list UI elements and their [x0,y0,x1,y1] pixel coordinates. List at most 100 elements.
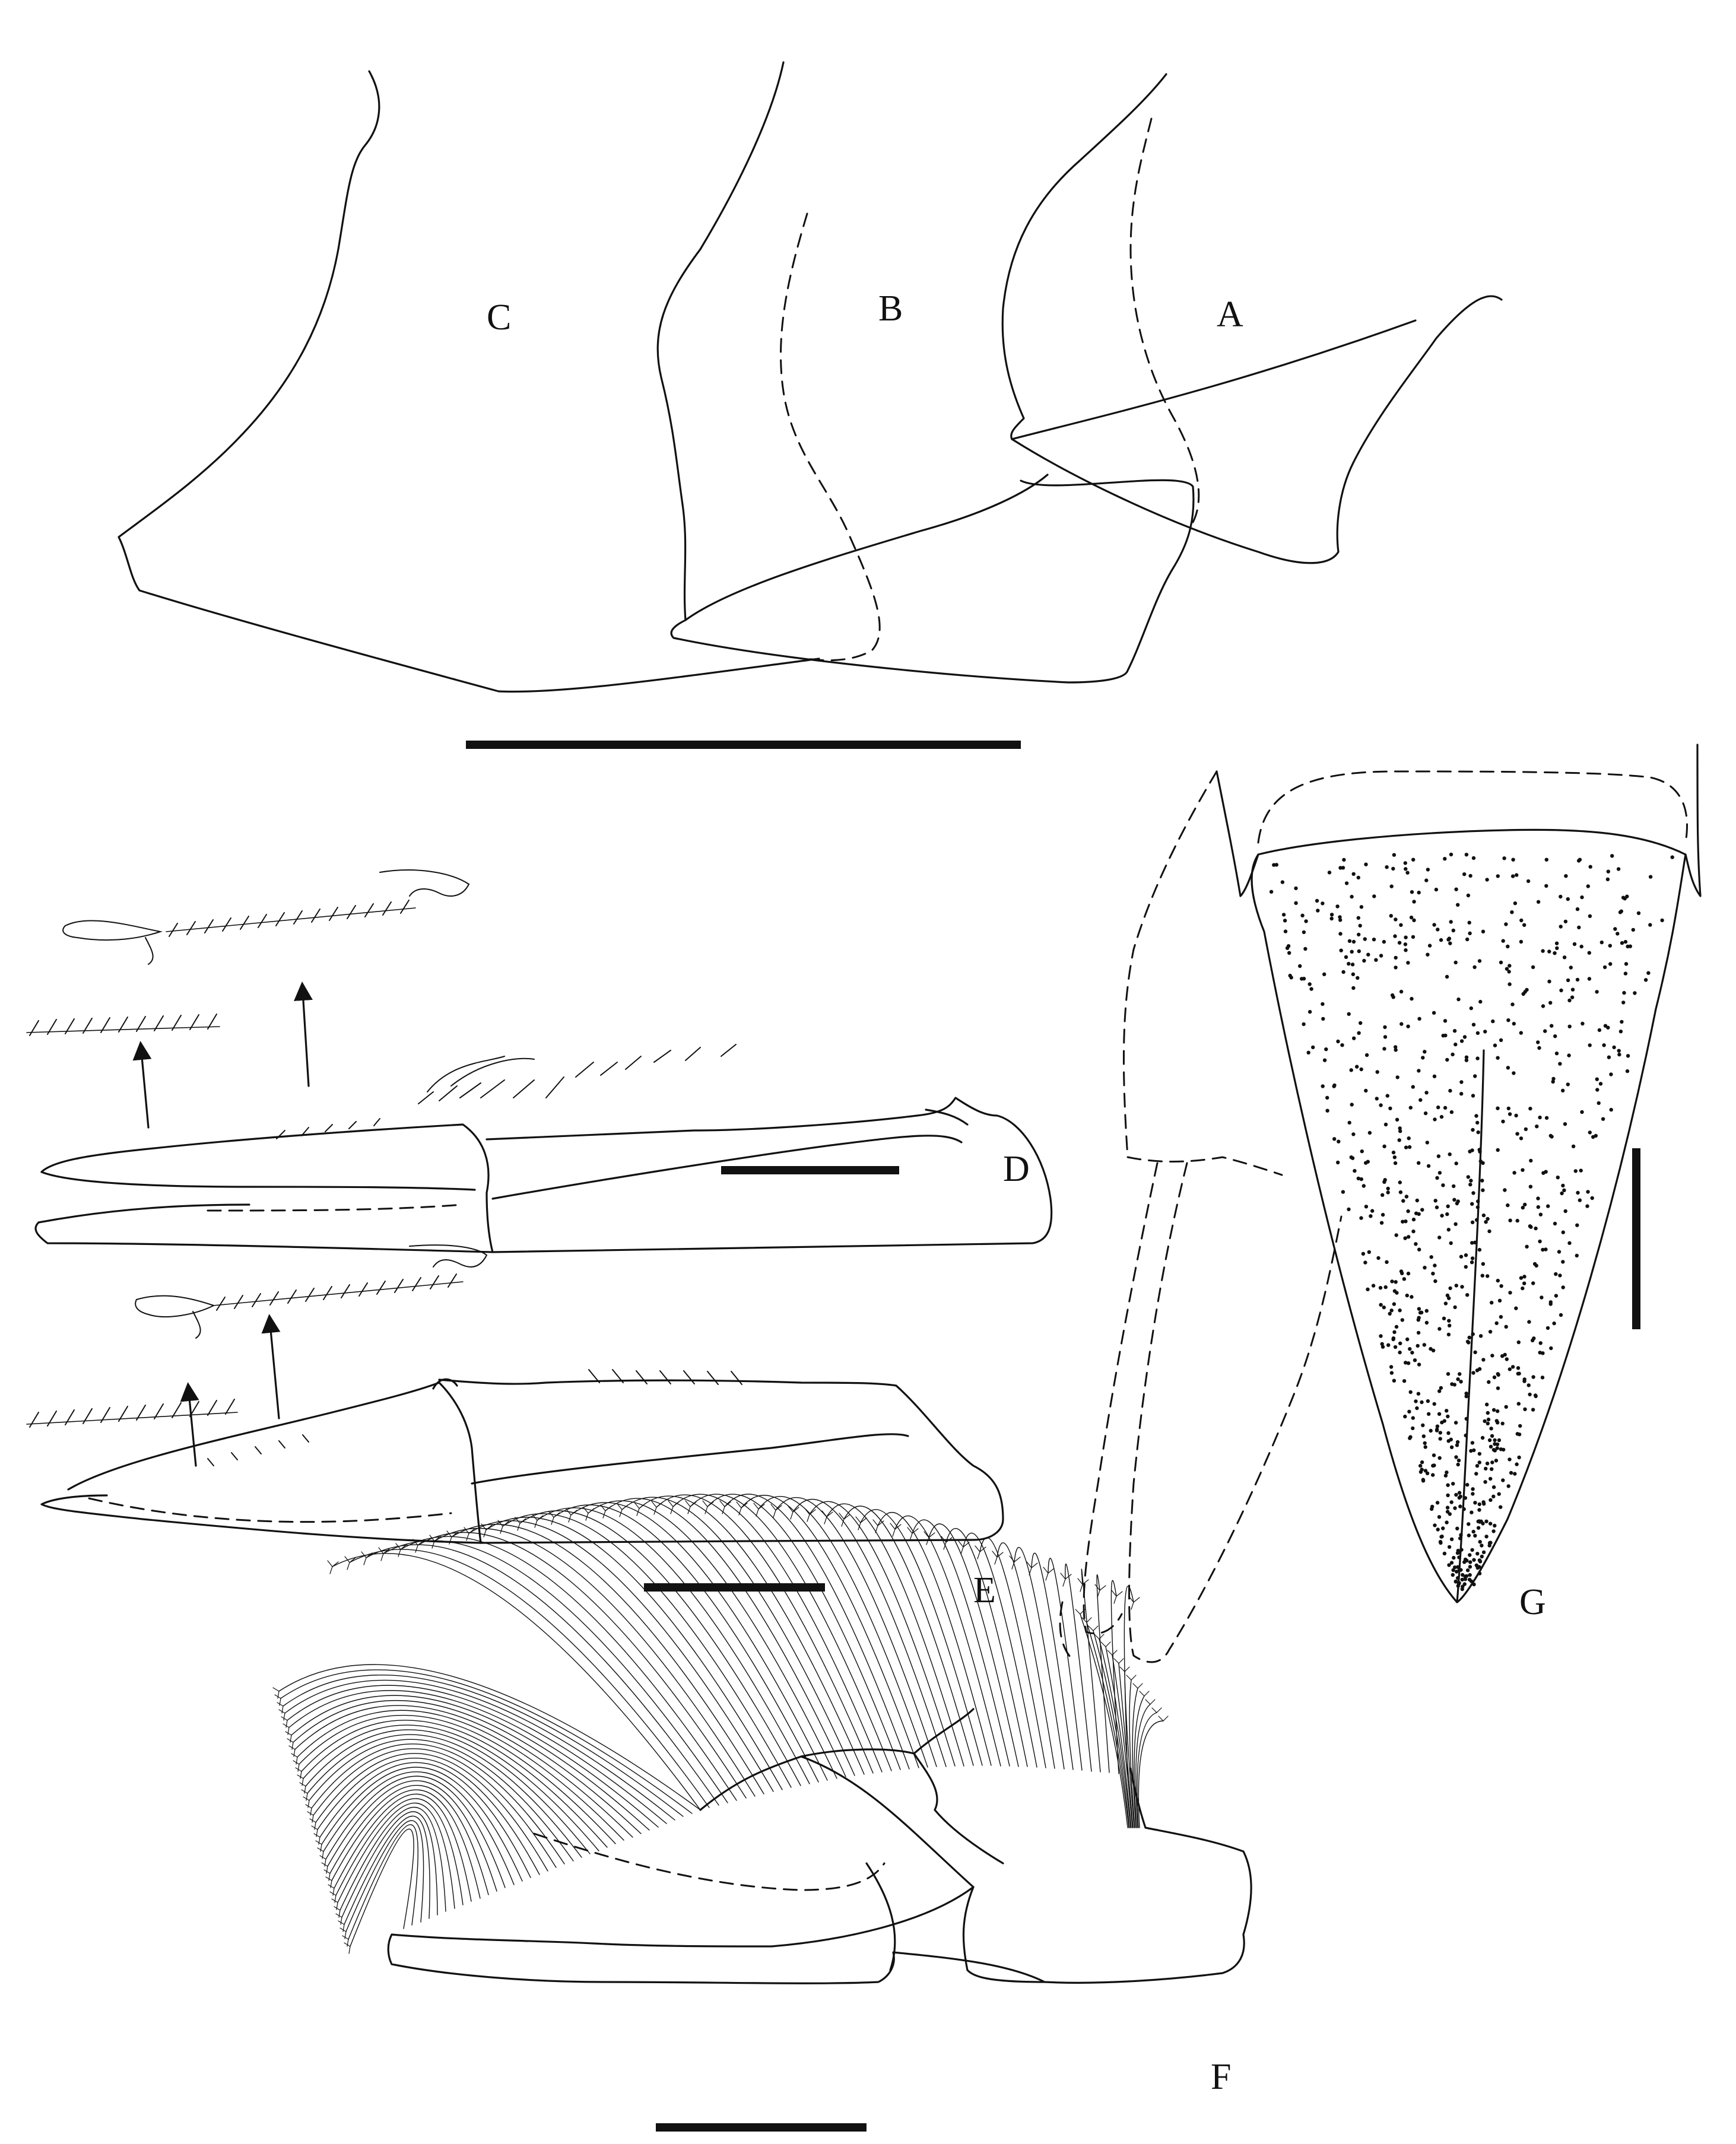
appendage-f-segment-1 [800,1748,1004,1865]
stipple-dot [1475,1218,1479,1222]
plate-b-dashed-line [780,212,881,662]
stipple-dot [1437,1327,1442,1331]
stipple-dot [1432,1453,1436,1457]
stipple-dot [1437,1235,1442,1240]
seta [877,1512,992,1766]
stipple-dot [1356,1176,1360,1181]
stipple-dot [1406,1024,1410,1028]
seta [311,1825,318,1837]
stipple-dot [1599,940,1604,945]
panel-label-d: D [1003,1149,1030,1189]
seta [1081,1568,1101,1773]
stipple-dot [1445,1057,1449,1062]
stipple-dot [1541,1004,1545,1008]
seta [941,1536,953,1550]
seta [429,1535,441,1549]
seta [923,1531,935,1545]
stipple-dot [1351,939,1356,944]
seta [945,1528,1028,1767]
stipple-dot [1570,987,1575,992]
stipple-dot [1460,1285,1464,1289]
seta [975,1545,986,1559]
stipple-dot [1401,1199,1405,1203]
stipple-dot [1540,1376,1545,1380]
stipple-dot [1302,1022,1306,1027]
seta [1031,1552,1074,1770]
stipple-dot [1591,1135,1595,1139]
stipple-dot [1404,1195,1409,1199]
seta [639,1495,865,1775]
stipple-dot [1431,1348,1436,1352]
panel-label-e: E [973,1570,996,1611]
stipple-dot [1452,1029,1457,1033]
seta [317,1757,540,1875]
stipple-dot [1361,1252,1366,1256]
stipple-dot [1571,1144,1576,1149]
stipple-dot [1465,1293,1470,1297]
stipple-dot [1575,977,1580,982]
stipple-dot [1391,1150,1396,1155]
stipple-dot [1467,920,1471,925]
stipple-dot [1531,1281,1535,1285]
stipple-dot [1602,1043,1606,1047]
stipple-dot [1449,1561,1454,1565]
stipple-dot [1477,1508,1481,1512]
stipple-dot [1493,1438,1497,1443]
seta [293,1700,642,1834]
stipple-dot [1432,1402,1436,1406]
stipple-dot [1538,1341,1543,1345]
stipple-dot [1471,1492,1475,1496]
stipple-dot [1364,1088,1368,1093]
stipple-dot [1531,1408,1535,1412]
stipple-dot [1580,895,1584,900]
stipple-dot [1496,1106,1500,1110]
stipple-dot [1382,1306,1386,1310]
stipple-dot [1463,1577,1468,1581]
stipple-dot [1327,871,1332,875]
stipple-dot [1383,1025,1387,1030]
stipple-dot [1449,1445,1454,1449]
stipple-dot [1300,913,1305,918]
stipple-dot [1602,965,1607,970]
stipple-dot [1480,1179,1484,1183]
stipple-dot [1389,1371,1394,1375]
stipple-dot [1626,944,1630,949]
stipple-dot [1518,1424,1522,1428]
stipple-dot [1339,948,1343,952]
stipple-dot [1437,1412,1442,1416]
stipple-dot [1477,1247,1482,1252]
stipple-dot [1535,1125,1539,1129]
stipple-dot [1566,978,1570,983]
seta [707,1494,901,1770]
stipple-dot [1426,868,1430,872]
telson-g-uropod-dashed-1 [1122,770,1218,1158]
stipple-dot [1456,1462,1460,1467]
seta [1145,1699,1156,1705]
stipple-dot [1567,1241,1572,1245]
stipple-dot [1455,1526,1459,1530]
seta [566,1508,577,1523]
stipple-dot [1394,1048,1398,1052]
seta [1139,1691,1150,1697]
stipple-dot [1490,1467,1494,1471]
appendage-f-outline [387,1755,1252,1984]
seta [344,1815,430,1925]
seta [331,1898,338,1910]
stipple-dot [1501,939,1505,943]
stipple-dot [1350,894,1354,899]
stipple-dot [1364,1205,1369,1209]
stipple-dot [1356,976,1360,980]
stipple-dot [1474,1472,1478,1476]
stipple-dot [1625,894,1629,898]
stipple-dot [1389,884,1394,888]
stipple-dot [1453,1580,1458,1584]
stipple-dot [1416,1343,1420,1348]
stipple-dot [1496,1372,1500,1376]
stipple-dot [1590,1196,1594,1200]
stipple-dot [1617,1052,1621,1057]
stipple-dot [1337,1139,1341,1144]
stipple-dot [1451,1573,1455,1577]
stipple-dot [1404,1361,1408,1365]
stipple-dot [1478,1540,1482,1544]
